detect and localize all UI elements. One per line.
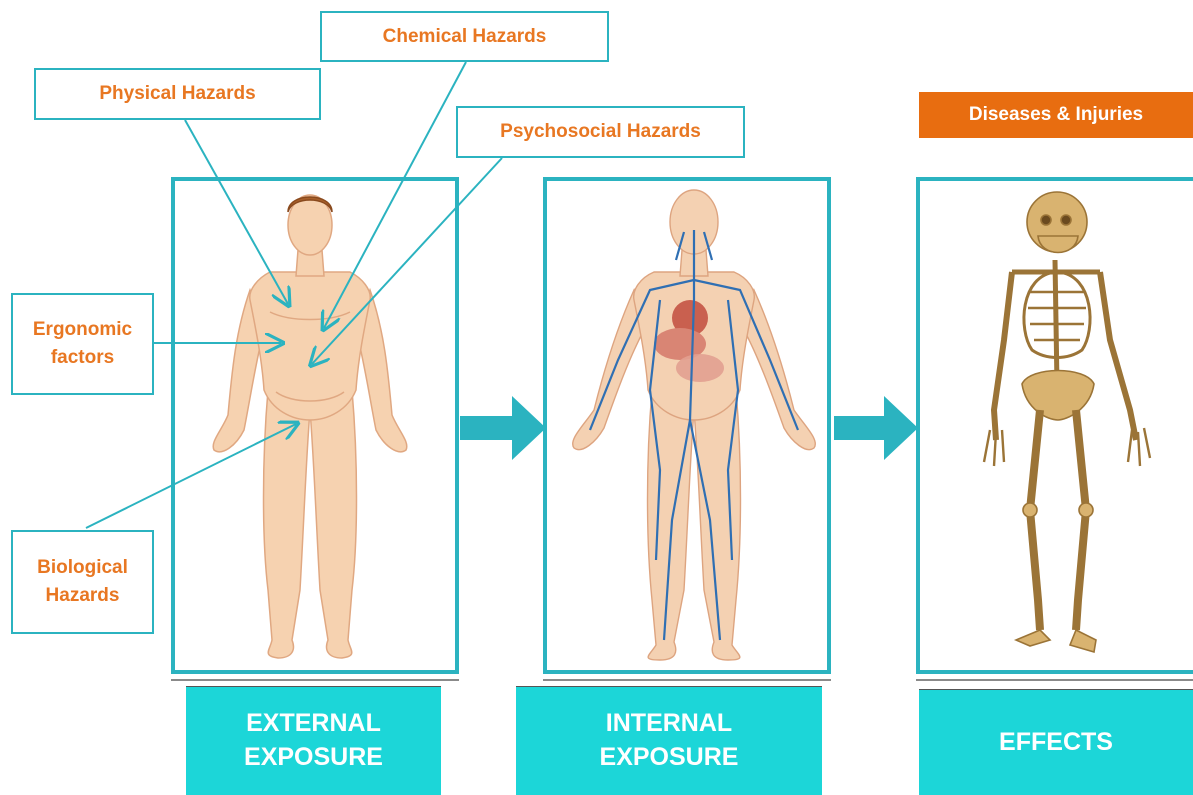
divider xyxy=(171,679,459,681)
physical-hazards-label: Physical Hazards xyxy=(34,68,321,120)
divider xyxy=(916,679,1193,681)
diseases-injuries-tag: Diseases & Injuries xyxy=(919,92,1193,138)
internal-exposure-box: INTERNAL EXPOSURE xyxy=(516,686,822,795)
ergonomic-factors-label: Ergonomic factors xyxy=(11,293,154,395)
divider xyxy=(543,679,831,681)
internal-exposure-label: INTERNAL EXPOSURE xyxy=(584,707,754,775)
effects-panel xyxy=(916,177,1193,674)
external-exposure-panel xyxy=(171,177,459,674)
chemical-hazards-label: Chemical Hazards xyxy=(320,11,609,62)
effects-label: EFFECTS xyxy=(999,726,1113,760)
right-arrow-icon xyxy=(834,396,918,460)
right-arrow-icon xyxy=(460,396,546,460)
psychosocial-hazards-label: Psychosocial Hazards xyxy=(456,106,745,158)
internal-exposure-panel xyxy=(543,177,831,674)
biological-hazards-label: Biological Hazards xyxy=(11,530,154,634)
effects-box: EFFECTS xyxy=(919,689,1193,795)
external-exposure-label: EXTERNAL EXPOSURE xyxy=(229,707,399,775)
external-exposure-box: EXTERNAL EXPOSURE xyxy=(186,686,441,795)
